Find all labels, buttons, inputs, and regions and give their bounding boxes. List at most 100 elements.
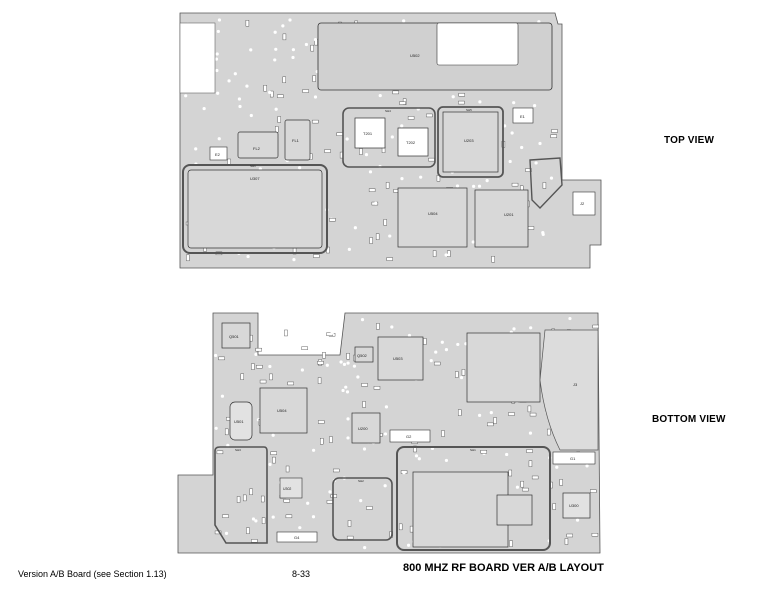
- via: [254, 519, 258, 523]
- via: [455, 184, 460, 188]
- smd-pad: [310, 44, 314, 52]
- smd-pad: [285, 514, 293, 519]
- via: [345, 137, 349, 141]
- via: [298, 526, 302, 530]
- smd-pad: [322, 352, 326, 359]
- version-note: Version A/B Board (see Section 1.13): [18, 569, 167, 579]
- smd-pad: [320, 438, 324, 445]
- smd-pad: [376, 323, 380, 330]
- smd-pad: [270, 90, 274, 98]
- via: [344, 385, 348, 389]
- top-view-label: TOP VIEW: [664, 135, 715, 146]
- via: [346, 436, 350, 440]
- smd-pad: [246, 527, 250, 534]
- component-u504: [397, 187, 468, 248]
- via: [347, 247, 351, 251]
- component-u300: [562, 492, 591, 519]
- via: [477, 413, 482, 417]
- smd-pad: [366, 506, 373, 510]
- via: [390, 135, 394, 139]
- via: [227, 79, 231, 83]
- smd-pad: [491, 256, 495, 263]
- smd-pad: [336, 132, 343, 136]
- via: [216, 91, 220, 95]
- via: [300, 368, 304, 372]
- label-sh3: SH3: [235, 448, 241, 452]
- smd-pad: [592, 324, 599, 329]
- smd-pad: [245, 20, 250, 27]
- smd-pad: [458, 409, 462, 416]
- via: [363, 546, 367, 550]
- via: [402, 19, 406, 23]
- smd-pad: [317, 377, 322, 384]
- smd-pad: [361, 383, 368, 387]
- via: [306, 501, 310, 505]
- via: [400, 177, 404, 181]
- smd-pad: [386, 257, 393, 261]
- component-u504-bottom: [259, 387, 308, 434]
- via: [268, 364, 272, 369]
- shield-sh3: [214, 446, 268, 544]
- label-t202: T202: [406, 140, 416, 145]
- smd-pad: [284, 329, 288, 337]
- via: [471, 240, 475, 244]
- component-g1: [552, 451, 596, 465]
- component-g2: [389, 429, 431, 443]
- via: [274, 107, 278, 111]
- component-q501: [221, 322, 251, 349]
- label-u200: U200: [358, 426, 368, 431]
- label-e2: E2: [215, 152, 221, 157]
- smd-pad: [346, 353, 350, 360]
- via: [414, 454, 419, 458]
- component-u203: [442, 111, 499, 173]
- smd-pad: [255, 347, 262, 352]
- smd-pad: [552, 503, 556, 510]
- label-u501: U501: [234, 419, 244, 424]
- shield-sh6: [529, 157, 563, 210]
- via: [311, 448, 316, 452]
- smd-pad: [275, 126, 279, 133]
- smd-pad: [383, 219, 387, 226]
- via: [273, 58, 277, 62]
- via: [390, 325, 394, 329]
- smd-pad: [455, 371, 459, 378]
- smd-pad: [216, 450, 224, 455]
- via: [238, 104, 242, 109]
- via: [217, 137, 221, 141]
- via: [216, 29, 220, 34]
- connector-block: [179, 22, 216, 94]
- bottom-view-board: Q501 U504 U501 Q502 U503 U200 SH1 SH2 SH…: [177, 312, 601, 554]
- via: [291, 48, 295, 52]
- label-sh4: SH4: [385, 109, 391, 113]
- via: [537, 20, 541, 24]
- smd-pad: [312, 119, 319, 124]
- via: [512, 101, 516, 105]
- component-t202: [397, 127, 429, 157]
- smd-pad: [282, 76, 286, 84]
- smd-pad: [426, 113, 433, 118]
- component-u307: [187, 169, 323, 249]
- via: [406, 543, 411, 547]
- label-u203: U203: [464, 138, 474, 143]
- smd-pad: [346, 535, 354, 540]
- via: [555, 465, 559, 469]
- smd-pad: [330, 494, 338, 498]
- smd-pad: [461, 369, 466, 376]
- smd-pad: [240, 373, 244, 380]
- via: [532, 103, 537, 108]
- via: [268, 90, 272, 94]
- label-u300: U300: [569, 503, 579, 508]
- via: [274, 350, 278, 355]
- label-e1: E1: [520, 114, 526, 119]
- smd-pad: [527, 405, 532, 413]
- via: [214, 426, 218, 430]
- smd-pad: [218, 356, 225, 361]
- label-g2: G2: [406, 434, 412, 439]
- via: [459, 375, 464, 380]
- via: [451, 95, 455, 99]
- smd-pad: [270, 451, 277, 455]
- label-sh5: SH5: [466, 108, 472, 112]
- via: [339, 360, 343, 364]
- via: [359, 499, 363, 503]
- via: [202, 106, 206, 111]
